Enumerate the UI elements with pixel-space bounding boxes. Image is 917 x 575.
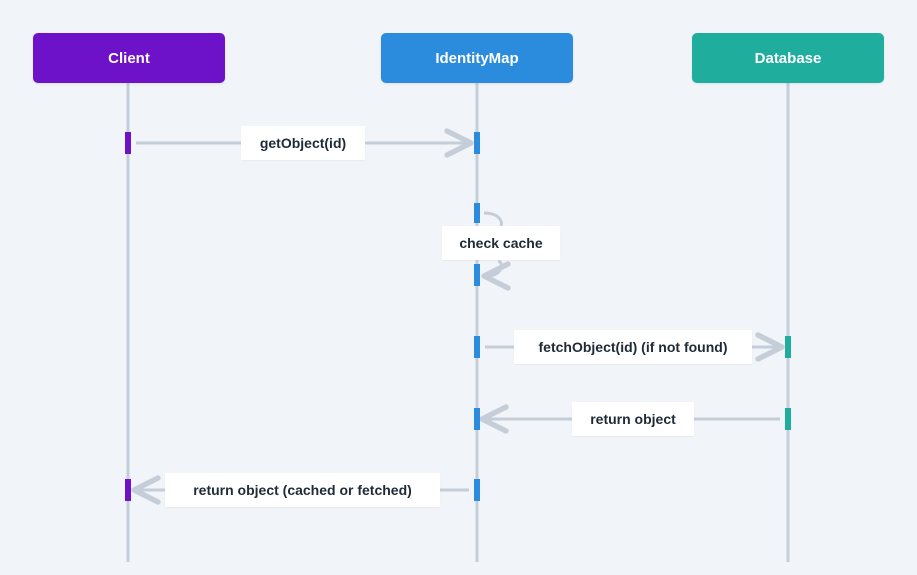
- message-label-check-cache: check cache: [442, 226, 560, 260]
- participant-identity-map: IdentityMap: [381, 33, 573, 83]
- activation-identity-map-1: [474, 132, 480, 154]
- participant-client: Client: [33, 33, 225, 83]
- activation-identity-map-4: [474, 336, 480, 358]
- activation-identity-map-3: [474, 264, 480, 286]
- self-call-return-arrow: [481, 259, 511, 291]
- message-label-return-cached: return object (cached or fetched): [165, 473, 440, 507]
- activation-identity-map-5: [474, 408, 480, 430]
- activation-database-2: [785, 408, 791, 430]
- participant-database: Database: [692, 33, 884, 83]
- activation-identity-map-2: [474, 203, 480, 223]
- message-label-fetch-object: fetchObject(id) (if not found): [514, 330, 752, 364]
- participant-client-label: Client: [108, 49, 150, 67]
- message-label-get-object: getObject(id): [241, 126, 365, 160]
- activation-identity-map-6: [474, 479, 480, 501]
- activation-database-1: [785, 336, 791, 358]
- message-label-return-object: return object: [572, 402, 694, 436]
- participant-database-label: Database: [754, 49, 822, 67]
- activation-client-1: [125, 132, 131, 154]
- participant-identity-map-label: IdentityMap: [435, 49, 519, 67]
- activation-client-2: [125, 479, 131, 501]
